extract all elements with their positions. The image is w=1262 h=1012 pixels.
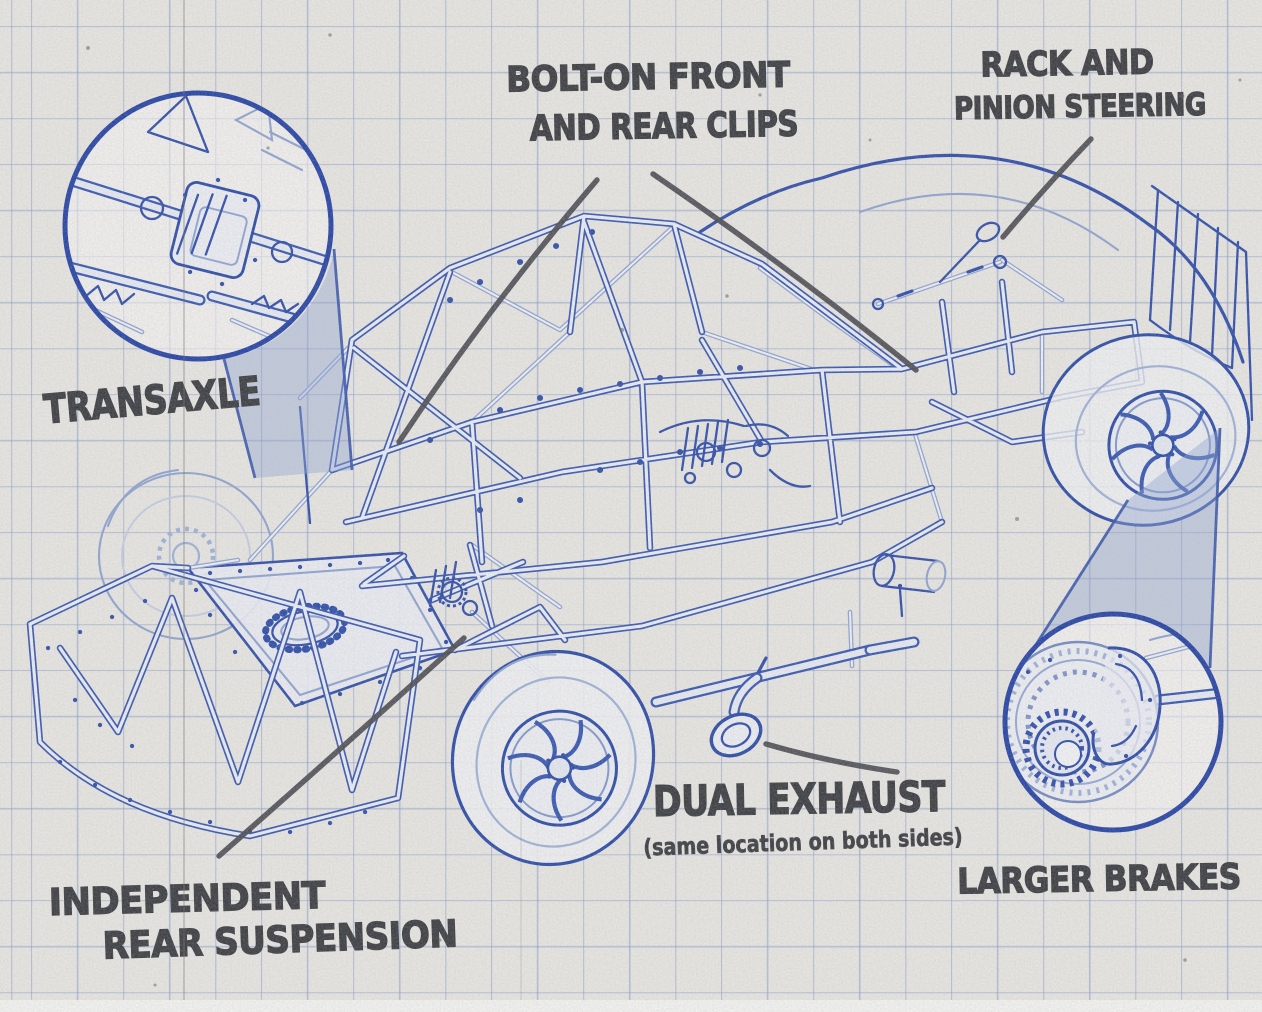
exhaust-tip [709, 712, 763, 758]
leader-steering [1000, 136, 1094, 240]
steering-rack-detail [871, 221, 1008, 311]
transaxle-detail-circle [62, 90, 334, 362]
label-rack-pinion-line1: RACK AND [979, 42, 1154, 86]
leader-exhaust [763, 741, 900, 775]
label-bolt-on-clips-line2: AND REAR CLIPS [529, 104, 799, 150]
label-larger-brakes: LARGER BRAKES [956, 857, 1242, 903]
label-independent-rear-line1: INDEPENDENT [48, 873, 327, 925]
label-dual-exhaust: DUAL EXHAUST [652, 771, 946, 827]
label-rack-pinion-line2: PINION STEERING [953, 86, 1207, 128]
leader-rear-clip [650, 171, 919, 373]
label-bolt-on-clips-line1: BOLT-ON FRONT [505, 55, 791, 101]
rear-wheel [450, 649, 656, 867]
